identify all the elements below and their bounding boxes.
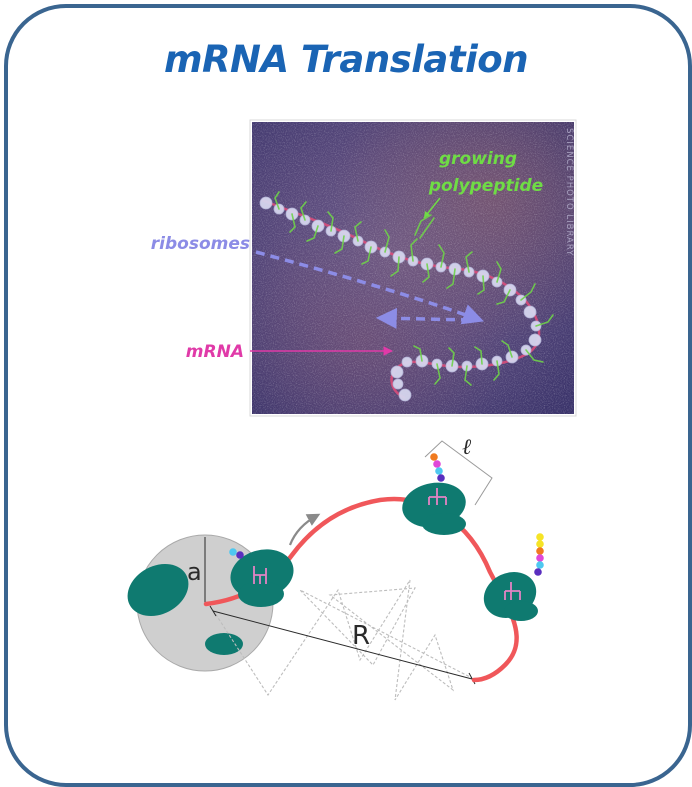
label-ribosomes: ribosomes: [151, 234, 250, 254]
nucleus-ribosome-2: [205, 633, 243, 655]
ribosome-3: [483, 533, 544, 621]
electron-micrograph: SCIENCE PHOTO LIBRARY growing polypeptid…: [249, 119, 577, 417]
polysome-strand: [259, 191, 554, 402]
polypeptide-chain-3: [534, 533, 544, 576]
label-mrna: mRNA: [186, 342, 244, 362]
label-growing: growing: [439, 149, 517, 169]
length-bracket: [424, 440, 493, 506]
watermark-text: SCIENCE PHOTO LIBRARY: [564, 128, 574, 256]
polypeptide-pointer-head: [424, 211, 430, 218]
page-title: mRNA Translation: [163, 38, 529, 81]
end-to-end-vector: [212, 610, 473, 680]
schematic-diagram: a R: [127, 435, 544, 701]
label-R: R: [352, 621, 370, 651]
ribosome-2: ℓ: [402, 435, 493, 535]
nucleus-ribosome-1: [127, 564, 189, 616]
ribosome-direction-arrow-2: [375, 307, 471, 329]
direction-arrow: [288, 513, 321, 546]
ribosome-1: [229, 548, 294, 607]
random-walk-chain: [212, 579, 473, 701]
label-polypeptide: polypeptide: [428, 176, 543, 196]
polypeptide-chain-2: [430, 453, 445, 482]
label-l: ℓ: [462, 435, 472, 460]
vector-start-tick: [209, 605, 217, 617]
label-a: a: [187, 558, 202, 586]
